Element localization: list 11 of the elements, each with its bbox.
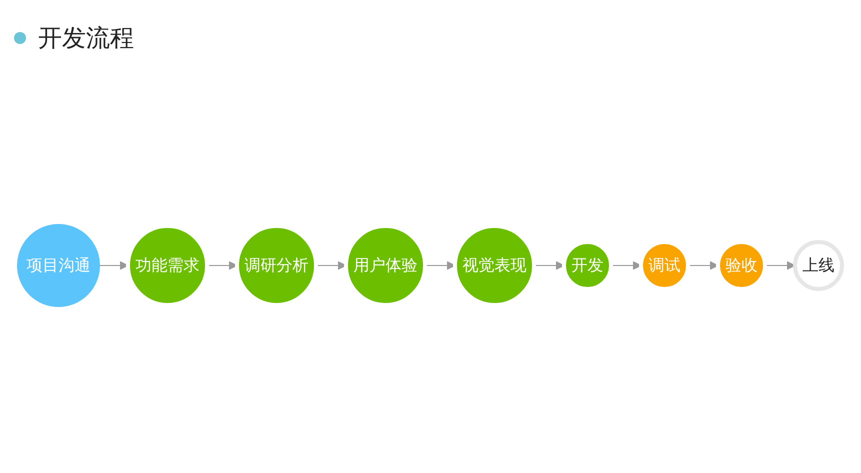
arrow [764, 260, 796, 270]
arrow [534, 260, 564, 270]
arrow [688, 260, 718, 270]
title: 开发流程 [38, 23, 134, 54]
arrow [424, 260, 456, 270]
arrow [316, 260, 346, 270]
node-circle: 项目沟通 [17, 224, 100, 306]
arrow [98, 260, 128, 270]
node-circle: 上线 [793, 240, 844, 290]
arrow [610, 260, 642, 270]
arrow [206, 260, 238, 270]
